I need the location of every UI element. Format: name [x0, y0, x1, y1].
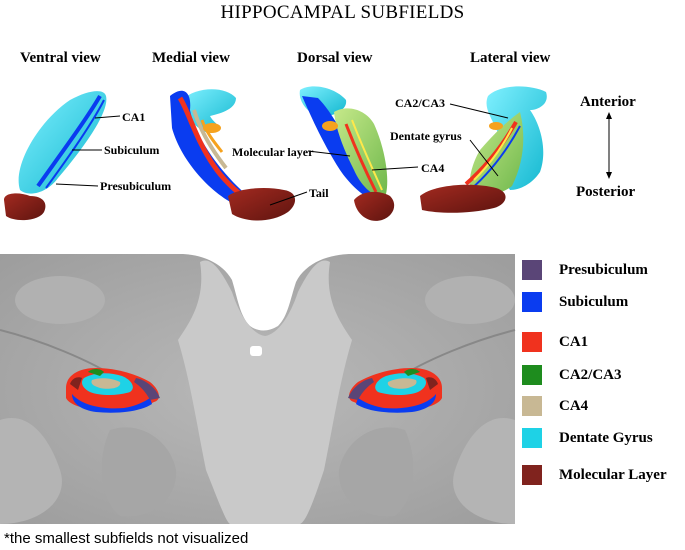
legend-item-presubiculum: Presubiculum: [522, 258, 648, 282]
label-presubiculum: Presubiculum: [100, 179, 172, 193]
figure-title: HIPPOCAMPAL SUBFIELDS: [220, 2, 465, 23]
legend-swatch: [522, 365, 542, 385]
pointer-lines: [55, 103, 509, 206]
legend-label: CA4: [559, 397, 589, 414]
ventral-view-render: [4, 91, 107, 221]
legend-label: Subiculum: [559, 293, 629, 310]
legend-item-subiculum: Subiculum: [522, 290, 628, 314]
legend-swatch: [522, 396, 542, 416]
footnote: *the smallest subfields not visualized: [4, 530, 249, 547]
legend-label: CA2/CA3: [559, 366, 622, 383]
medial-view-render: [170, 89, 296, 221]
legend-swatch: [522, 465, 542, 485]
label-tail: Tail: [309, 186, 329, 200]
right-hippocampus-segmentation: [348, 368, 442, 413]
legend-swatch: [522, 428, 542, 448]
label-ca2ca3: CA2/CA3: [395, 96, 445, 110]
lateral-view-render: [420, 86, 547, 213]
view-title-lateral: Lateral view: [470, 50, 551, 66]
legend-label: Molecular Layer: [559, 466, 667, 483]
legend-item-ca4: CA4: [522, 394, 588, 418]
legend-item-ca2ca3: CA2/CA3: [522, 363, 622, 387]
view-title-ventral: Ventral view: [20, 50, 101, 66]
legend-swatch: [522, 332, 542, 352]
label-dentate-gyrus: Dentate gyrus: [390, 129, 462, 143]
label-molecular-layer: Molecular layer: [232, 145, 314, 159]
legend-label: Dentate Gyrus: [559, 429, 653, 446]
legend-item-dentate-gyrus: Dentate Gyrus: [522, 426, 653, 450]
label-ca4: CA4: [421, 161, 445, 175]
label-ca1: CA1: [122, 110, 146, 124]
orientation-arrow: [606, 112, 612, 179]
legend-swatch: [522, 260, 542, 280]
label-subiculum: Subiculum: [104, 143, 160, 157]
legend-label: Presubiculum: [559, 261, 648, 278]
label-anterior: Anterior: [580, 94, 636, 110]
left-hippocampus-segmentation: [66, 368, 160, 413]
legend-item-molecular-layer: Molecular Layer: [522, 463, 667, 487]
view-title-medial: Medial view: [152, 50, 230, 66]
mri-slice: [0, 254, 516, 524]
dorsal-view-render: [299, 86, 395, 221]
legend-label: CA1: [559, 333, 589, 350]
label-posterior: Posterior: [576, 184, 636, 200]
legend-swatch: [522, 292, 542, 312]
legend-item-ca1: CA1: [522, 330, 588, 354]
view-title-dorsal: Dorsal view: [297, 50, 373, 66]
